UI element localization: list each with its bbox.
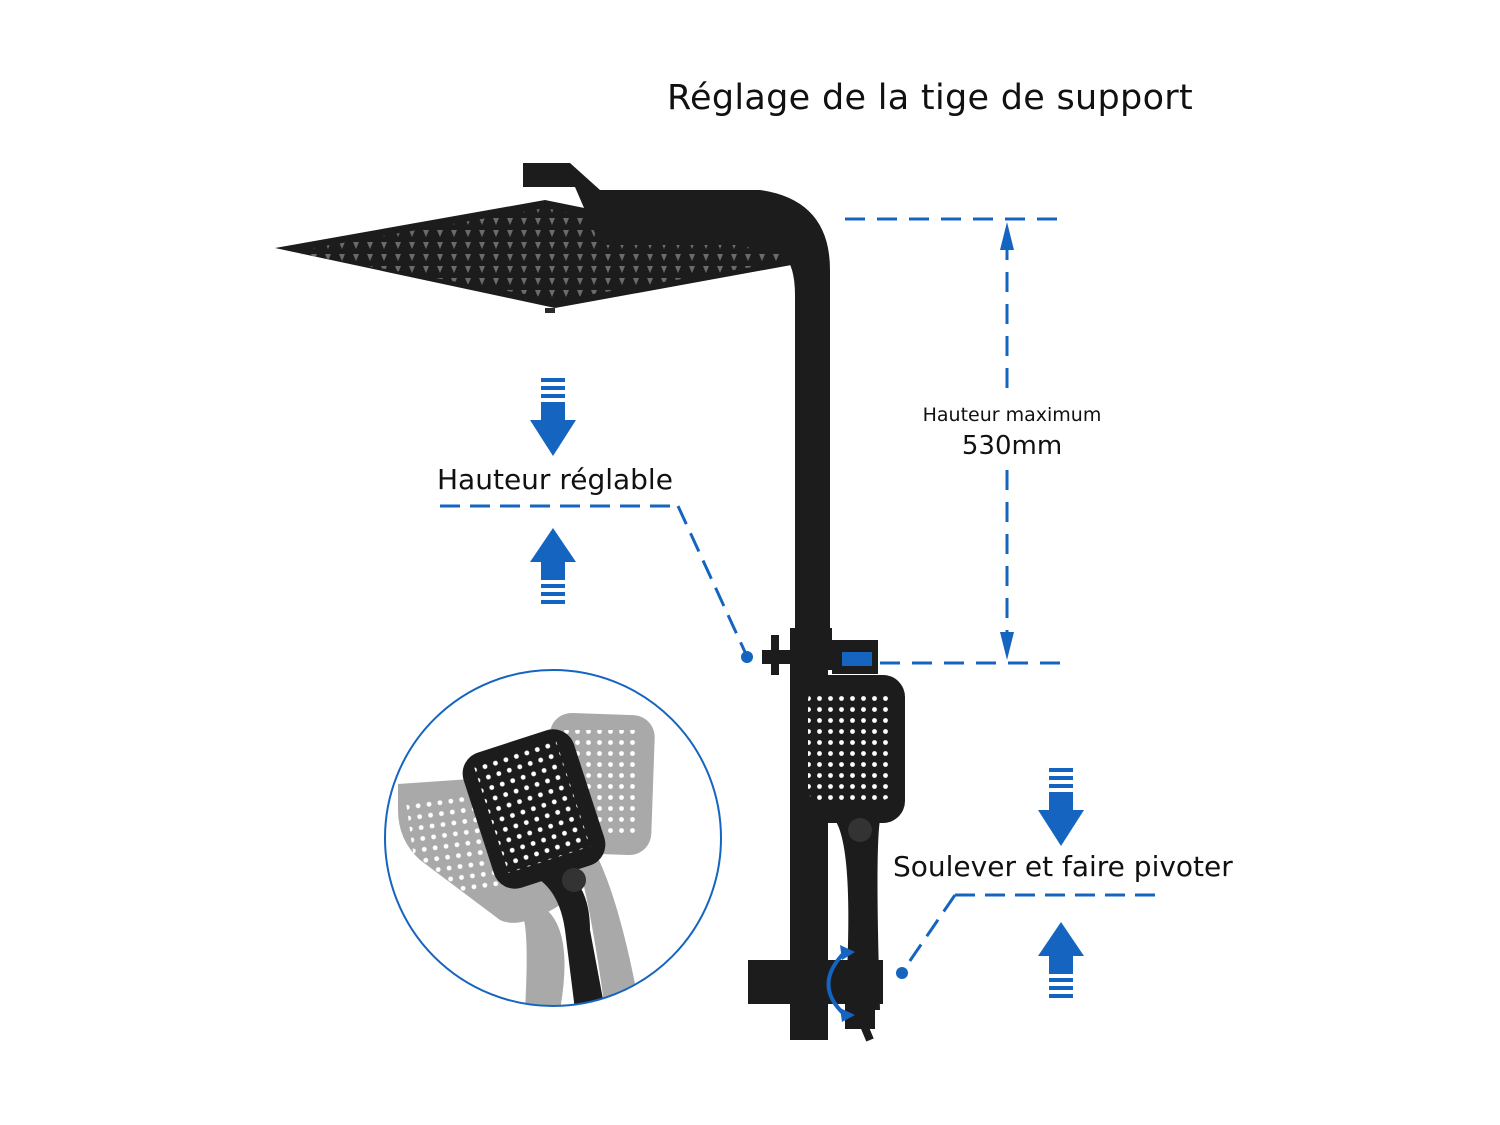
zoom-detail-circle [384, 669, 722, 1007]
pivot-up-arrow-icon [1038, 922, 1084, 998]
pivot-down-arrow-icon [1038, 768, 1084, 846]
pivot-leader-line [896, 893, 1165, 979]
adjust-down-arrow-icon [530, 378, 576, 456]
rotate-arrow-icon [826, 945, 855, 1022]
pivot-label: Soulever et faire pivoter [893, 850, 1233, 883]
max-height-value: 530mm [961, 431, 1063, 461]
adjust-up-arrow-icon [530, 528, 576, 604]
hand-shower [748, 675, 905, 1042]
adjust-leader-line [440, 504, 753, 663]
adjustable-height-label: Hauteur réglable [437, 463, 673, 496]
max-height-label: Hauteur maximum [922, 404, 1102, 426]
max-height-dimension [845, 217, 1060, 665]
page-title: Réglage de la tige de support [667, 78, 1193, 118]
